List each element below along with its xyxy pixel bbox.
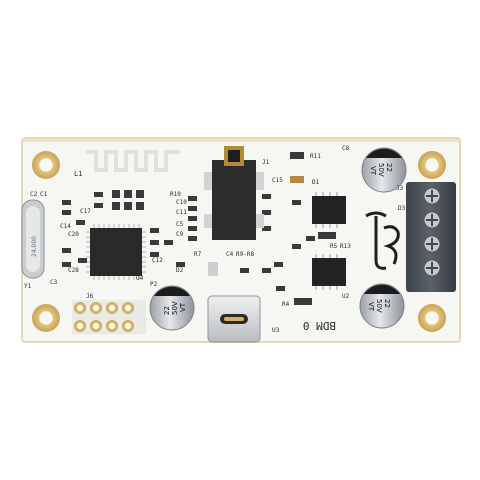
cap-top-series: VT (369, 166, 377, 176)
label-c12: C12 (152, 257, 163, 264)
label-r4: R4 (282, 301, 290, 308)
brand-logo-icon (365, 211, 400, 270)
label-r7: R7 (194, 251, 202, 258)
label-y1: Y1 (24, 283, 32, 290)
mounting-hole-icon (32, 151, 446, 332)
crystal-oscillator (21, 199, 45, 279)
silkscreen-labels: L1 C1 C2 C20 C28 C14 C17 C3 Y1 C10 R10 C… (24, 145, 406, 334)
cap-br-voltage: 50V (375, 299, 383, 313)
smd-components (62, 152, 336, 305)
label-c4: C4 (226, 251, 234, 258)
label-c10: C10 (176, 199, 187, 206)
cap-br-capacitance: 22 (383, 299, 391, 308)
label-c3: C3 (50, 279, 58, 286)
label-u4: U4 (136, 275, 144, 282)
bluetooth-chip (86, 224, 146, 280)
header-pads (72, 300, 146, 334)
usb-c-port (207, 295, 261, 343)
label-c9: C9 (176, 231, 184, 238)
capacitor-top (361, 147, 407, 193)
capacitor-bottom-right (359, 283, 405, 329)
cap-br-series: VT (367, 302, 375, 312)
label-c5: C5 (176, 221, 184, 228)
label-p2: P2 (150, 281, 158, 288)
label-c11: C11 (176, 209, 187, 216)
label-c2: C2 (30, 191, 38, 198)
component-markings: 22 50V VT 22 50V VT 22 50V VT 24.000 (31, 163, 393, 315)
label-c28: C28 (68, 267, 79, 274)
label-j3: J3 (396, 185, 404, 192)
label-c1: C1 (40, 191, 48, 198)
capacitor-bottom-left (149, 285, 195, 331)
label-u3: U3 (272, 327, 280, 334)
label-c8: C8 (342, 145, 350, 152)
cap-bl-capacitance: 22 (163, 306, 171, 315)
amplifier-chip (312, 192, 346, 290)
label-r5: R5 (330, 243, 338, 250)
audio-jack (204, 146, 264, 240)
label-c14: C14 (60, 223, 71, 230)
label-r13: R13 (340, 243, 351, 250)
cap-bl-voltage: 50V (171, 301, 179, 315)
cap-bl-series: VT (179, 302, 187, 312)
label-r9-r8: R9-R8 (236, 251, 254, 258)
screw-terminal (406, 182, 456, 292)
cap-top-voltage: 50V (377, 163, 385, 177)
label-c15: C15 (272, 177, 283, 184)
crystal-marking: 24.000 (31, 236, 38, 257)
antenna-trace-icon (86, 150, 180, 172)
label-d3: D3 (398, 205, 406, 212)
label-d1: D1 (312, 179, 320, 186)
label-j6: J6 (86, 293, 94, 300)
label-r10: R10 (170, 191, 181, 198)
label-c20: C20 (68, 231, 79, 238)
label-u2: U2 (342, 293, 350, 300)
cap-top-capacitance: 22 (385, 163, 393, 172)
board-name: BDM 0 (303, 319, 336, 332)
label-j1: J1 (262, 159, 270, 166)
label-r11: R11 (310, 153, 321, 160)
label-c17: C17 (80, 208, 91, 215)
label-l1: L1 (74, 170, 82, 178)
label-d2: D2 (176, 267, 184, 274)
